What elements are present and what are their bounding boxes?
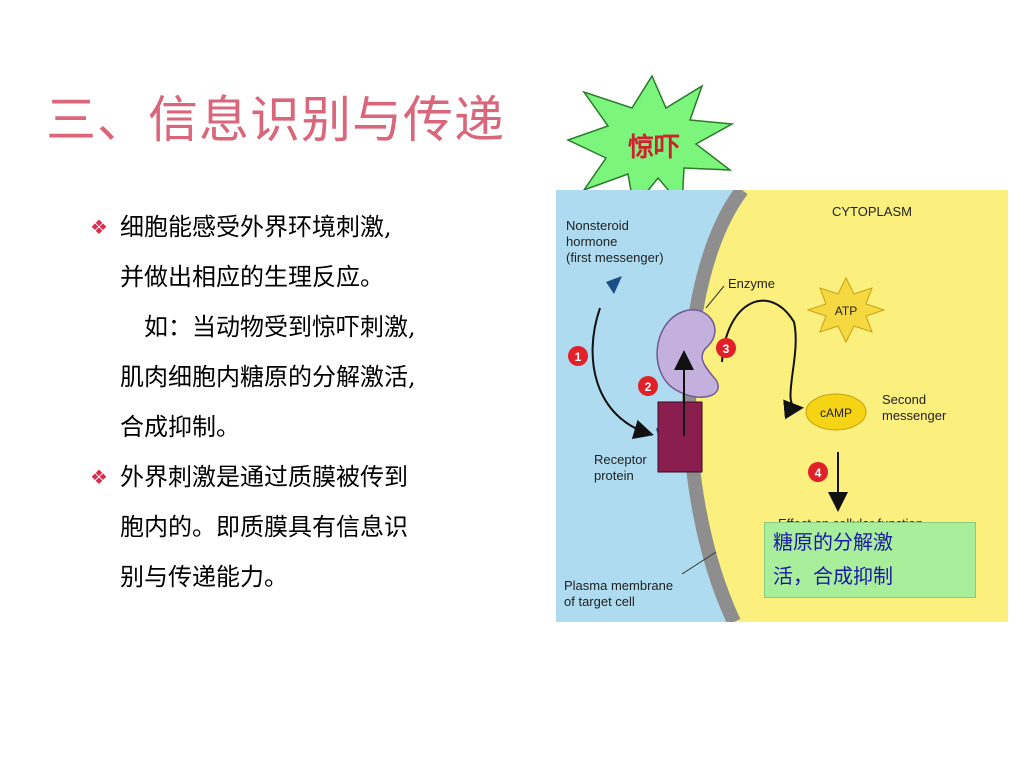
receptor-protein (657, 401, 703, 473)
bullet-line: 合成抑制。 (120, 413, 240, 441)
step-badge-3: 3 (716, 338, 736, 358)
second-messenger-line: messenger (882, 408, 947, 423)
membrane-label-line: Plasma membrane (564, 578, 673, 593)
hormone-label-line: hormone (566, 234, 617, 249)
cytoplasm-label: CYTOPLASM (832, 204, 912, 219)
callout-line: 糖原的分解激 (773, 530, 893, 554)
step-number: 1 (575, 350, 582, 364)
receptor-label-line: Receptor (594, 452, 647, 467)
bullet-line: 细胞能感受外界环境刺激, (120, 213, 392, 241)
hormone-label-line: (first messenger) (566, 250, 664, 265)
atp-starburst (806, 276, 886, 344)
bullet-line: 并做出相应的生理反应。 (120, 263, 384, 291)
bullet-line: 如：当动物受到惊吓刺激, (120, 313, 416, 341)
bullet-line: 别与传递能力。 (120, 563, 288, 591)
camp-label: cAMP (820, 406, 852, 420)
bullet-line: 肌肉细胞内糖原的分解激活, (120, 363, 416, 391)
diamond-bullet-icon: ❖ (90, 465, 108, 489)
conversion-arrow (721, 299, 804, 420)
bullet-line: 胞内的。即质膜具有信息识 (120, 513, 408, 541)
starburst-label: 惊吓 (628, 132, 680, 162)
callout-line: 活，合成抑制 (773, 564, 893, 588)
hormone-triangle-icon (606, 276, 622, 294)
enzyme-pointer-line (705, 285, 725, 309)
step-number: 4 (815, 466, 822, 480)
bullet-list: ❖ 细胞能感受外界环境刺激, 并做出相应的生理反应。 如：当动物受到惊吓刺激, … (90, 202, 550, 602)
slide-title: 三、信息识别与传递 (46, 91, 505, 149)
membrane-pointer-line (681, 551, 717, 575)
hormone-label-line: Nonsteroid (566, 218, 629, 233)
step-badge-2: 2 (638, 376, 658, 396)
starburst-callout: 惊吓 (566, 74, 735, 210)
step-badge-1: 1 (568, 346, 588, 366)
starburst-shape (566, 74, 735, 210)
hormone-path-arrow (591, 307, 654, 440)
step-number: 2 (645, 380, 652, 394)
membrane-label-line: of target cell (564, 594, 635, 609)
camp-ellipse (805, 393, 867, 431)
enzyme-label: Enzyme (728, 276, 775, 291)
receptor-label-line: protein (594, 468, 634, 483)
bullet-item-2: ❖ 外界刺激是通过质膜被传到 胞内的。即质膜具有信息识 别与传递能力。 (90, 452, 550, 602)
second-messenger-line: Second (882, 392, 926, 407)
step-badge-4: 4 (808, 462, 828, 482)
bullet-item-1: ❖ 细胞能感受外界环境刺激, 并做出相应的生理反应。 如：当动物受到惊吓刺激, … (90, 202, 550, 452)
bullet-line: 外界刺激是通过质膜被传到 (120, 463, 408, 491)
atp-label: ATP (835, 304, 857, 318)
diamond-bullet-icon: ❖ (90, 215, 108, 239)
glycogen-callout: 糖原的分解激 活，合成抑制 (764, 522, 976, 598)
signal-transduction-diagram: CYTOPLASM Nonsteroid hormone (first mess… (556, 190, 1008, 622)
step-number: 3 (723, 342, 730, 356)
